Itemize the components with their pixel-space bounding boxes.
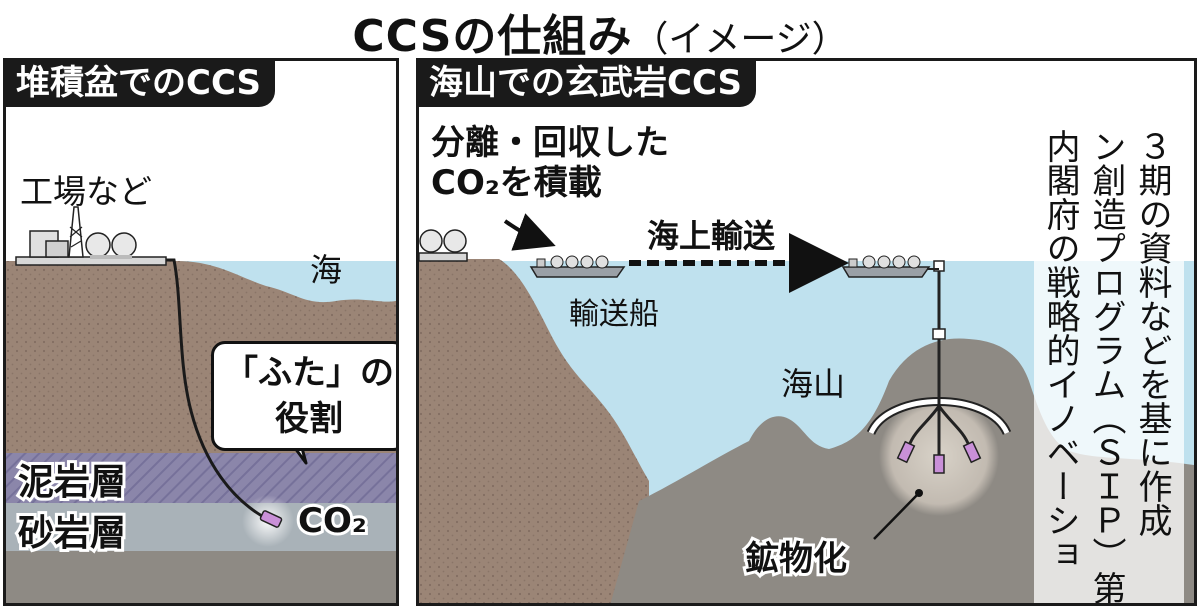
seamount-label: 海山 <box>781 365 846 403</box>
mineralization-label: 鉱物化 <box>742 536 850 582</box>
title-main: CCSの仕組み <box>352 11 633 62</box>
sandstone-layer <box>6 503 396 551</box>
callout-line-1: 「ふた」の <box>224 353 394 393</box>
sea-label: 海 <box>310 251 343 289</box>
capture-line-1: 分離・回収した <box>431 123 669 163</box>
injection-tip <box>259 510 283 528</box>
sedimentary-basin-panel: 堆積盆でのCCS 工場など 海 「ふた」の 役割 泥岩層 砂岩層 CO₂ <box>3 58 399 606</box>
transport-ship-2 <box>841 255 939 278</box>
capture-line-2: CO₂を積載 <box>431 163 602 203</box>
source-note-line-3: ３期の資料などを基に作成 <box>1132 129 1172 537</box>
mudstone-label: 泥岩層 <box>15 459 129 506</box>
right-panel-title: 海山での玄武岩CCS <box>419 61 757 107</box>
factory-icon <box>15 206 167 266</box>
source-note-line-1: 内閣府の戦略的イノベーショ <box>1040 129 1080 571</box>
factory-label: 工場など <box>20 172 152 211</box>
loading-arrow <box>503 213 556 251</box>
transport-ship-1 <box>529 255 626 278</box>
shore-facility-icon <box>419 229 468 262</box>
co2-label: CO₂ <box>295 498 370 544</box>
sandstone-label: 砂岩層 <box>15 510 129 557</box>
source-note: 内閣府の戦略的イノベーショ ン創造プログラム（ＳＩＰ）第 ３期の資料などを基に作… <box>1034 123 1184 605</box>
sea-transport-label: 海上輸送 <box>647 217 776 255</box>
cap-rock-callout: 「ふた」の 役割 <box>211 341 396 451</box>
source-note-line-2: ン創造プログラム（ＳＩＰ）第 <box>1086 129 1126 605</box>
figure-title: CCSの仕組み（イメージ） <box>0 0 1200 62</box>
seamount-basalt-panel: 海山での玄武岩CCS 分離・回収した CO₂を積載 海上輸送 輸送船 海山 鉱物… <box>416 58 1197 606</box>
capture-label: 分離・回収した CO₂を積載 <box>431 123 669 203</box>
callout-line-2: 役割 <box>275 399 343 439</box>
title-sub: （イメージ） <box>632 19 848 60</box>
left-panel-title: 堆積盆でのCCS <box>6 61 276 107</box>
injection-pipe <box>158 258 272 523</box>
ship-label: 輸送船 <box>569 297 659 332</box>
mudstone-layer <box>6 453 396 503</box>
